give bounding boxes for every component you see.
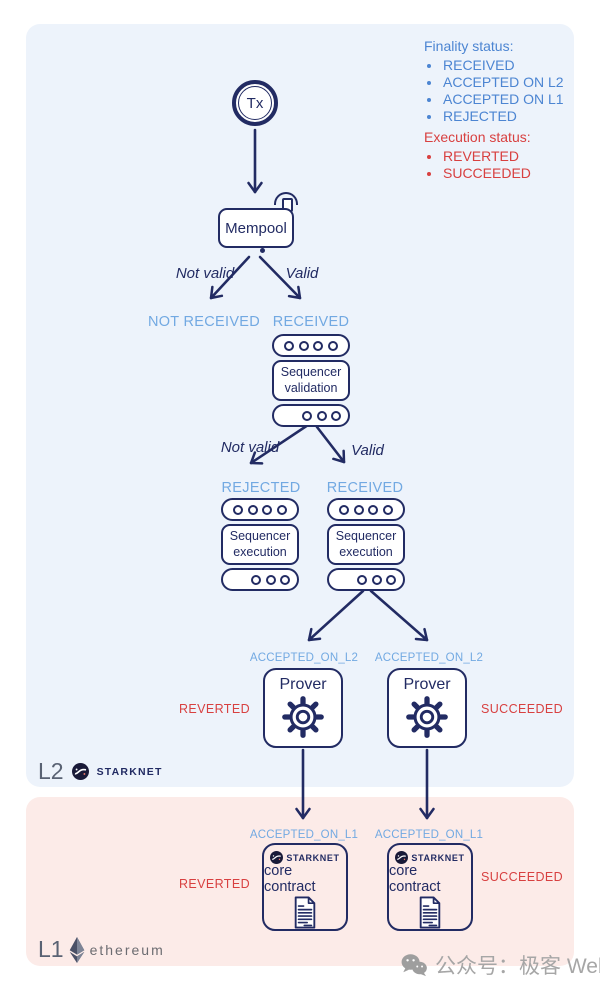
l1-region-panel <box>26 797 574 966</box>
mempool-signal-arc-icon <box>274 192 298 205</box>
document-icon <box>419 896 441 929</box>
server-dot-icon <box>357 574 367 585</box>
l1-tier-label: L1 <box>38 936 64 962</box>
server-dot-icon <box>371 574 382 585</box>
server-dot-icon <box>353 504 364 515</box>
server-row-icon <box>327 568 405 592</box>
status-reverted-l1: REVERTED <box>178 877 250 891</box>
server-dot-icon <box>302 410 312 421</box>
sequencer-validation-label: Sequencer validation <box>272 360 350 402</box>
execution-status-list: REVERTED SUCCEEDED <box>424 148 564 182</box>
l1-badge: L1 ethereum <box>38 936 165 963</box>
legend-item: ACCEPTED ON L2 <box>442 74 564 91</box>
server-row-icon <box>272 404 350 428</box>
status-not-received: NOT RECEIVED <box>147 314 261 330</box>
status-accepted-on-l2-left: ACCEPTED_ON_L2 <box>249 652 359 664</box>
status-accepted-on-l1-right: ACCEPTED_ON_L1 <box>374 829 484 841</box>
core-contract-label: core contract <box>389 863 441 895</box>
gear-icon <box>282 696 324 738</box>
wechat-icon <box>401 954 427 977</box>
starknet-logo-icon <box>71 763 89 780</box>
server-row-icon <box>221 568 299 592</box>
prover-label: Prover <box>403 676 451 693</box>
server-dot-icon <box>313 340 324 351</box>
status-rejected: REJECTED <box>221 480 301 496</box>
finality-status-list: RECEIVED ACCEPTED ON L2 ACCEPTED ON L1 R… <box>424 57 564 125</box>
status-received-1: RECEIVED <box>272 314 350 330</box>
core-brand-label: STARKNET <box>411 852 465 863</box>
status-succeeded-l1: SUCCEEDED <box>481 870 564 884</box>
server-dot-icon <box>298 340 309 351</box>
core-contract-brand: STARKNET <box>270 851 339 864</box>
core-brand-label: STARKNET <box>286 852 340 863</box>
core-contract-label: core contract <box>264 863 316 895</box>
status-legend: Finality status: RECEIVED ACCEPTED ON L2… <box>424 38 564 186</box>
core-contract-node-left: STARKNET core contract <box>262 843 348 931</box>
status-accepted-on-l2-right: ACCEPTED_ON_L2 <box>374 652 484 664</box>
sequencer-validation-stack: Sequencer validation <box>272 334 350 428</box>
server-dot-icon <box>251 574 261 585</box>
core-contract-node-right: STARKNET core contract <box>387 843 473 931</box>
starknet-wordmark: STARKNET <box>96 765 163 778</box>
server-dot-icon <box>368 504 379 515</box>
server-dot-icon <box>284 340 295 351</box>
server-dot-icon <box>339 504 350 515</box>
server-row-icon <box>327 498 405 521</box>
prover-node-right: Prover <box>387 668 467 748</box>
mempool-dot <box>260 248 265 253</box>
starknet-logo-icon <box>270 851 284 864</box>
gear-icon <box>406 696 448 738</box>
bottom-clip-strip <box>0 981 600 992</box>
sequencer-execution-label: Sequencer execution <box>327 524 405 566</box>
prover-label: Prover <box>279 676 327 693</box>
status-received-2: RECEIVED <box>326 480 404 496</box>
sequencer-execution-stack-right: Sequencer execution <box>327 498 405 592</box>
document-icon <box>294 896 316 929</box>
finality-status-title: Finality status: <box>424 38 514 54</box>
server-dot-icon <box>280 574 290 585</box>
server-dot-icon <box>382 504 393 515</box>
legend-item: RECEIVED <box>442 57 564 74</box>
server-dot-icon <box>276 504 287 515</box>
branch1-not-valid-label: Not valid <box>175 265 235 282</box>
sequencer-execution-stack-left: Sequencer execution <box>221 498 299 592</box>
branch1-valid-label: Valid <box>285 265 319 282</box>
watermark: 公众号：极客 Web3 <box>400 950 600 980</box>
ethereum-wordmark: ethereum <box>89 941 165 958</box>
legend-item: REVERTED <box>442 148 564 165</box>
legend-item: ACCEPTED ON L1 <box>442 91 564 108</box>
server-dot-icon <box>386 574 396 585</box>
legend-item: SUCCEEDED <box>442 165 564 182</box>
l2-tier-label: L2 <box>38 758 64 784</box>
server-dot-icon <box>316 410 327 421</box>
server-dot-icon <box>262 504 273 515</box>
mempool-node: Mempool <box>218 208 294 248</box>
l2-badge: L2 STARKNET <box>38 758 163 785</box>
ethereum-logo-icon <box>69 936 84 963</box>
server-dot-icon <box>247 504 258 515</box>
server-dot-icon <box>233 504 244 515</box>
tx-node: Tx <box>232 80 278 126</box>
status-succeeded-l2: SUCCEEDED <box>481 702 564 716</box>
tx-label: Tx <box>238 86 272 120</box>
sequencer-execution-label: Sequencer execution <box>221 524 299 566</box>
legend-item: REJECTED <box>442 108 564 125</box>
watermark-text: 公众号：极客 Web3 <box>435 955 600 978</box>
starknet-logo-icon <box>395 851 409 864</box>
server-row-icon <box>221 498 299 521</box>
core-contract-brand: STARKNET <box>395 851 464 864</box>
branch2-valid-label: Valid <box>351 442 384 459</box>
server-row-icon <box>272 334 350 357</box>
status-reverted-l2: REVERTED <box>178 702 250 716</box>
server-dot-icon <box>265 574 276 585</box>
branch2-not-valid-label: Not valid <box>220 439 280 456</box>
status-accepted-on-l1-left: ACCEPTED_ON_L1 <box>249 829 359 841</box>
execution-status-title: Execution status: <box>424 129 531 145</box>
server-dot-icon <box>327 340 338 351</box>
server-dot-icon <box>331 410 341 421</box>
prover-node-left: Prover <box>263 668 343 748</box>
